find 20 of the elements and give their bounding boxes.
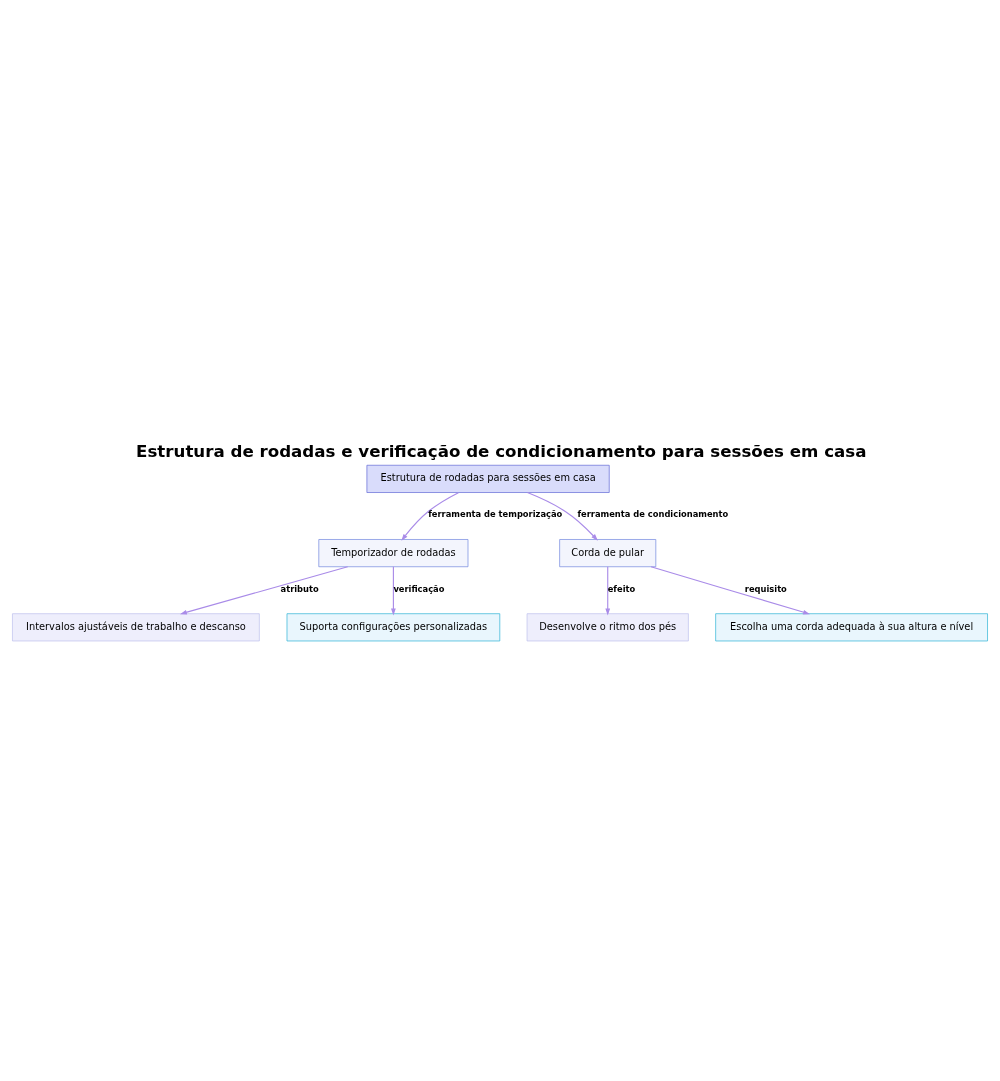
arrow — [526, 491, 598, 541]
arrow — [401, 491, 459, 541]
edge-label: verificação — [393, 583, 445, 594]
node-box: Corda de pular — [559, 538, 657, 567]
node-box: Estrutura de rodadas para sessões em casa — [366, 464, 610, 493]
edge-label: atributo — [280, 583, 319, 594]
node-box: Suporta configurações personalizadas — [286, 612, 501, 641]
arrow — [180, 565, 349, 615]
arrow — [605, 565, 611, 615]
edge-label: ferramenta de condicionamento — [577, 508, 729, 519]
arrow — [391, 565, 396, 615]
node-box: Desenvolve o ritmo dos pés — [526, 612, 689, 641]
node-box: Escolha uma corda adequada à sua altura e nível — [715, 612, 988, 641]
edge-label: efeito — [607, 583, 636, 594]
node-box: Intervalos ajustáveis de trabalho e descanso — [12, 612, 260, 641]
diagram-title: Estrutura de rodadas e verificação de condicionamento para sessões em casa — [136, 441, 867, 461]
arrow — [650, 565, 810, 614]
edge-label: ferramenta de temporização — [428, 508, 563, 519]
edge-label: requisito — [744, 583, 787, 594]
node-box: Temporizador de rodadas — [318, 538, 469, 567]
